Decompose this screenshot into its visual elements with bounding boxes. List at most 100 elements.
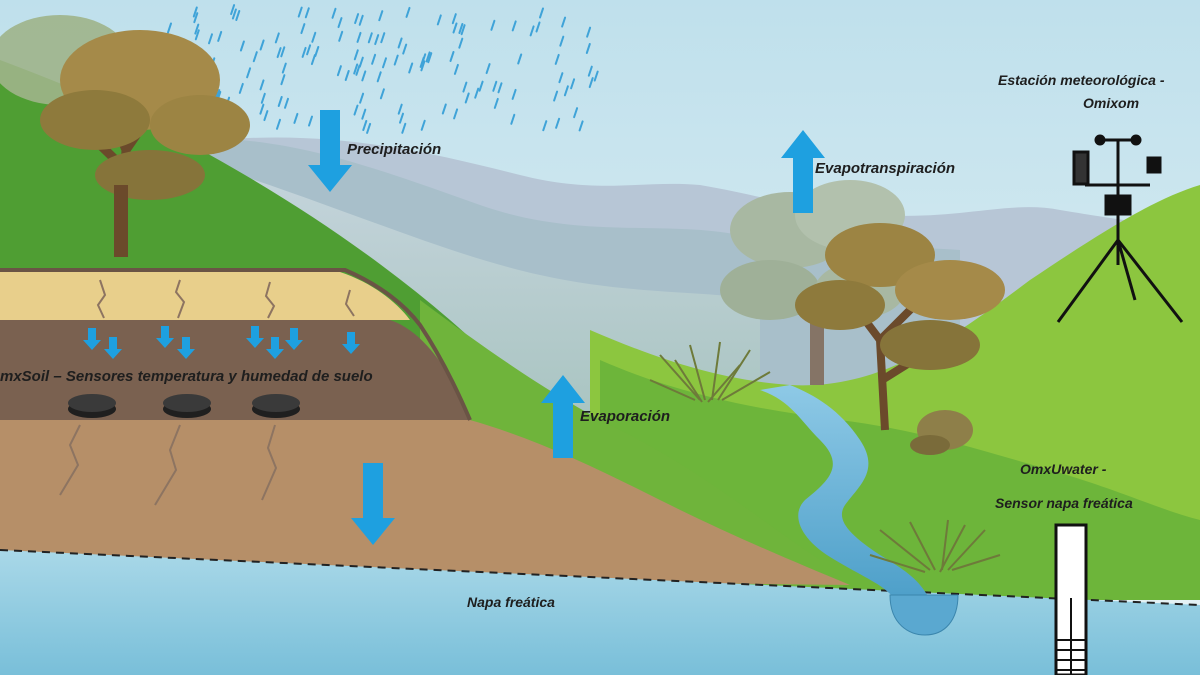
rain-streak bbox=[374, 34, 380, 46]
rain-streak bbox=[293, 112, 299, 124]
rain-streak bbox=[192, 6, 198, 18]
rain-streak bbox=[239, 40, 245, 52]
evaporation-label: Evaporación bbox=[580, 408, 671, 425]
rain-streak bbox=[379, 88, 385, 100]
rain-streak bbox=[353, 104, 359, 116]
rain-streak bbox=[277, 96, 283, 107]
pond bbox=[889, 594, 959, 636]
rain-streak bbox=[397, 103, 403, 115]
rain-streak bbox=[301, 46, 307, 58]
rain-streak bbox=[371, 53, 377, 65]
rain-streak bbox=[314, 46, 320, 57]
rain-streak bbox=[458, 23, 464, 34]
rain-streak bbox=[405, 6, 411, 18]
soil-sensors-label: mxSoil – Sensores temperatura y humedad … bbox=[0, 368, 373, 385]
rain-streak bbox=[542, 120, 548, 132]
rain-streak bbox=[280, 74, 286, 86]
rain-streak bbox=[420, 60, 426, 72]
grass-tuft-1 bbox=[649, 341, 771, 403]
rain-streak bbox=[535, 21, 541, 33]
rain-streak bbox=[217, 30, 223, 42]
water-table bbox=[0, 550, 1200, 675]
weather-station-label-line1: Estación meteorológica - bbox=[998, 72, 1165, 88]
infiltration-arrow bbox=[342, 332, 360, 354]
rain-streak bbox=[510, 113, 516, 125]
rain-streak bbox=[194, 29, 200, 41]
rain-streak bbox=[585, 43, 591, 54]
rain-streak bbox=[356, 31, 362, 43]
rain-streak bbox=[436, 14, 442, 26]
rain-streak bbox=[336, 65, 342, 77]
rain-streak bbox=[259, 103, 265, 115]
rain-streak bbox=[367, 32, 373, 44]
infiltration-arrow bbox=[246, 326, 264, 348]
rain-streak bbox=[382, 57, 387, 69]
rain-streak bbox=[397, 37, 403, 49]
rain-streak bbox=[593, 70, 599, 82]
rain-streak bbox=[362, 120, 368, 131]
rain-streak bbox=[230, 4, 236, 16]
groundwater-sensor-icon bbox=[1054, 523, 1088, 675]
rain-streak bbox=[511, 88, 517, 100]
infiltration-arrow bbox=[285, 328, 303, 350]
rain-streak bbox=[259, 39, 265, 51]
rain-streak bbox=[401, 122, 407, 134]
rain-streak bbox=[427, 52, 433, 64]
rain-streak bbox=[376, 71, 382, 83]
rain-streak bbox=[464, 92, 470, 104]
rain-streak bbox=[453, 63, 459, 75]
rain-streak bbox=[558, 72, 564, 84]
rain-streak bbox=[276, 47, 282, 59]
rain-streak bbox=[337, 17, 343, 29]
precipitation-label: Precipitación bbox=[347, 141, 442, 158]
rain-streak bbox=[588, 77, 594, 89]
groundwater-sensor-label-line2: Sensor napa freática bbox=[995, 495, 1133, 511]
rain-streak bbox=[194, 23, 200, 35]
rain-streak bbox=[281, 62, 287, 74]
rain-streak bbox=[354, 13, 360, 25]
soil-sensor-2 bbox=[163, 394, 211, 418]
rain-streak bbox=[310, 54, 316, 66]
rain-streak bbox=[235, 10, 241, 21]
precipitation-arrow bbox=[308, 110, 352, 192]
rain-streak bbox=[425, 51, 431, 63]
rain-streak bbox=[260, 92, 266, 104]
rain-streak bbox=[259, 79, 265, 91]
soil-sensor-3 bbox=[252, 394, 300, 418]
soil-cracks bbox=[59, 279, 355, 506]
rain-streak bbox=[297, 6, 303, 18]
rain-streak bbox=[231, 8, 237, 20]
rain-streak bbox=[284, 97, 289, 109]
rain-streak bbox=[517, 53, 523, 65]
rain-streak bbox=[311, 31, 317, 43]
rain-streak bbox=[578, 120, 584, 132]
rain-streak bbox=[274, 32, 280, 44]
water-table-label: Napa freática bbox=[467, 594, 555, 610]
rain-streak bbox=[462, 81, 468, 93]
rain-streak bbox=[453, 108, 459, 120]
rain-streak bbox=[344, 70, 350, 81]
rain-streak bbox=[490, 19, 496, 31]
rain-streak bbox=[359, 92, 365, 104]
rain-streak bbox=[420, 119, 426, 131]
rain-streak bbox=[529, 25, 535, 37]
rain-streak bbox=[304, 7, 310, 19]
rain-streak bbox=[474, 87, 480, 99]
rain-streak bbox=[399, 112, 404, 124]
weather-station-icon bbox=[1056, 134, 1184, 323]
rain-streak bbox=[308, 115, 313, 127]
rain-streak bbox=[238, 82, 244, 94]
tree-top-left bbox=[0, 15, 250, 257]
rain-streak bbox=[331, 7, 337, 19]
rain-streak bbox=[208, 33, 213, 45]
rain-streak bbox=[458, 37, 464, 49]
rain-streak bbox=[497, 82, 503, 94]
rain-streak bbox=[419, 56, 425, 68]
rain-streak bbox=[451, 13, 457, 25]
rain-streak bbox=[246, 67, 252, 79]
infiltration-arrow bbox=[83, 328, 101, 350]
rain-streak bbox=[402, 43, 408, 55]
rain-streak bbox=[561, 16, 567, 28]
